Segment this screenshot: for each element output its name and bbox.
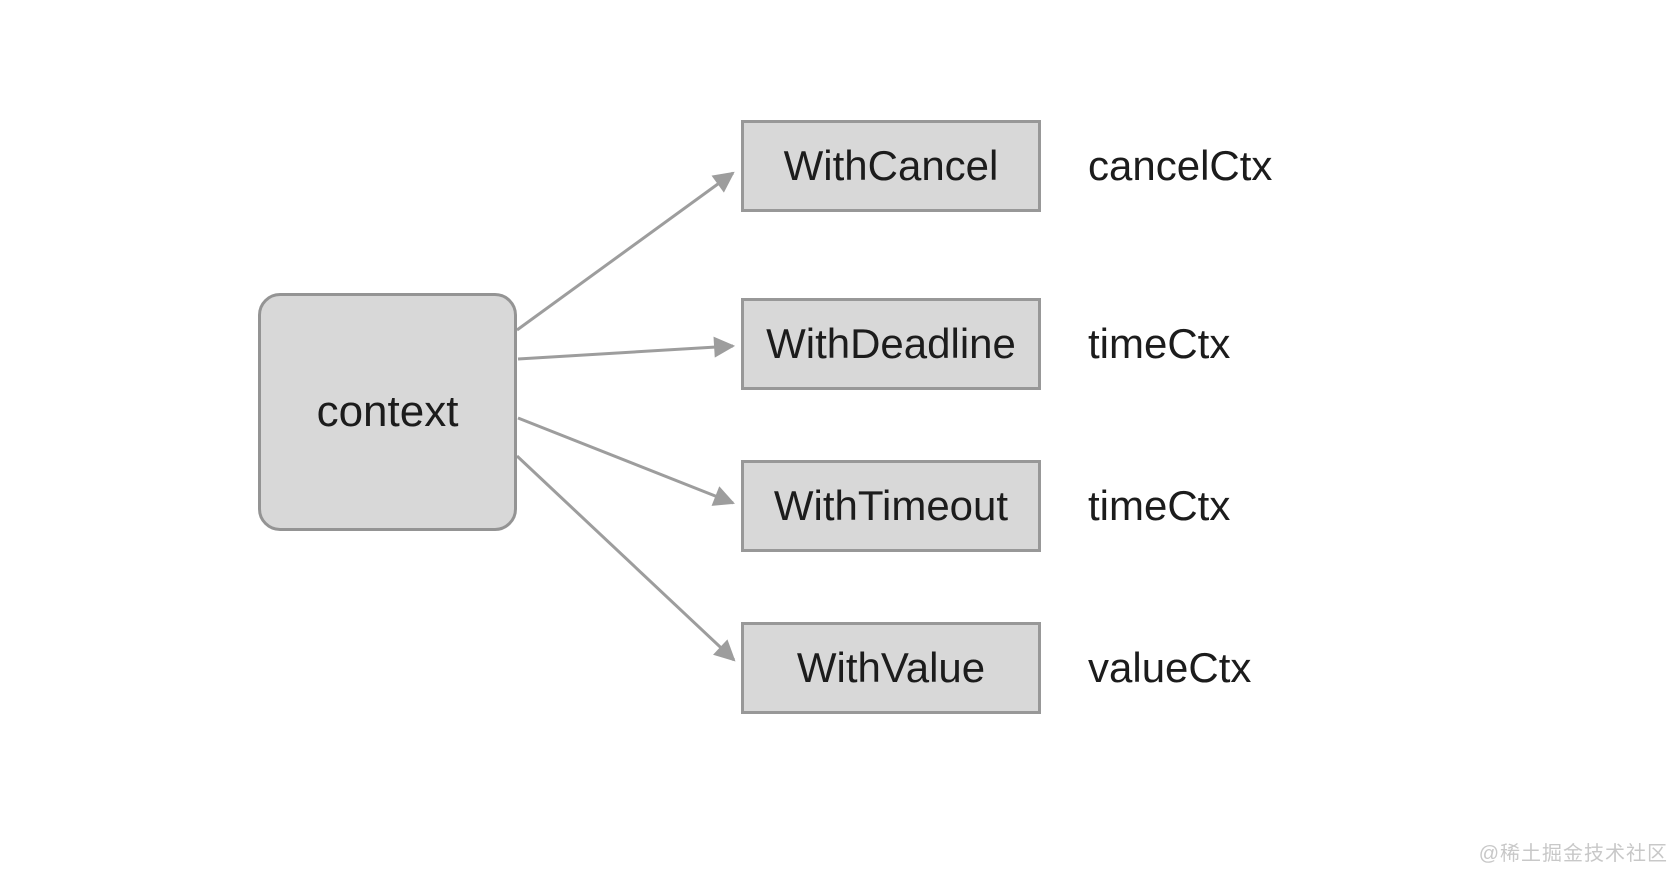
arrow-context-to-withdeadline: [517, 336, 736, 361]
arrow-context-to-withcancel: [516, 171, 735, 332]
node-withcancel: WithCancel: [741, 120, 1041, 212]
node-withdeadline: WithDeadline: [741, 298, 1041, 390]
arrow-context-to-withtimeout: [517, 416, 735, 506]
side-label-timectx-timeout: timeCtx: [1088, 482, 1231, 529]
node-withvalue: WithValue: [741, 622, 1041, 714]
node-withtimeout: WithTimeout: [741, 460, 1041, 552]
side-label-cancelctx: cancelCtx: [1088, 142, 1273, 189]
arrow-context-to-withvalue: [515, 454, 736, 662]
watermark: @稀土掘金技术社区: [1478, 843, 1668, 865]
side-label-valuectx: valueCtx: [1088, 644, 1252, 691]
side-label-timectx-deadline: timeCtx: [1088, 320, 1231, 367]
context-node: context: [258, 293, 517, 531]
